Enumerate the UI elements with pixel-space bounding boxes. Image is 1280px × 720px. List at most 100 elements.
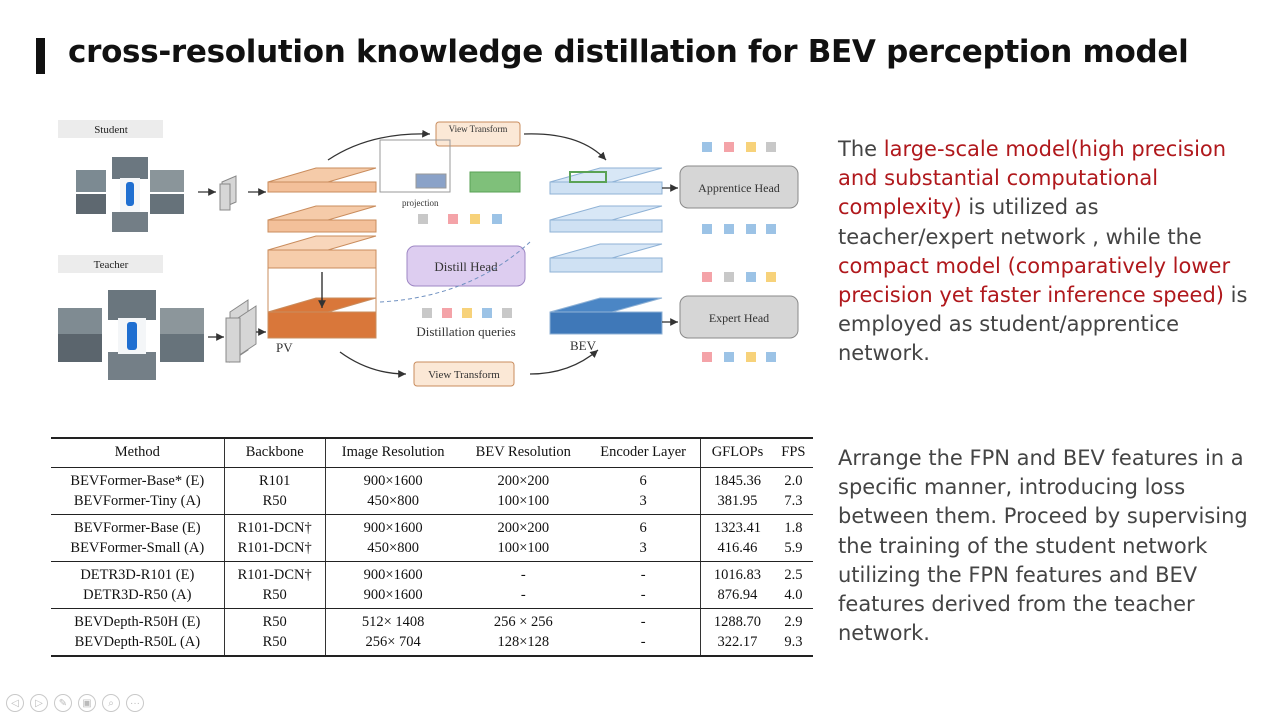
table-cell: - xyxy=(640,567,646,583)
table-cell: R50 xyxy=(223,608,326,632)
expert-head-label: Expert Head xyxy=(709,311,769,325)
pv-feature-stack xyxy=(267,167,377,339)
table-header: GFLOPs xyxy=(700,437,774,468)
projection-diagram xyxy=(379,139,521,193)
presentation-controls: ◁ ▷ ✎ ▣ ⌕ ··· xyxy=(6,694,144,712)
table-row: BEVDepth-R50L (A) R50 256× 704 128×128 -… xyxy=(51,632,813,657)
table-cell: BEVFormer-Small (A) xyxy=(51,538,225,562)
results-table: Method Backbone Image Resolution BEV Res… xyxy=(51,437,813,657)
apprentice-head-label: Apprentice Head xyxy=(698,181,780,195)
view-transform-top-box xyxy=(435,121,521,147)
bev-label: BEV xyxy=(570,338,597,353)
table-cell: 450×800 xyxy=(324,491,461,515)
table-cell: BEVFormer-Base* (E) xyxy=(70,473,205,489)
table-cell: 1323.41 xyxy=(700,514,774,538)
table-cell: R101-DCN† xyxy=(223,538,326,562)
table-cell: R101-DCN† xyxy=(223,561,326,585)
table-cell: R101 xyxy=(223,467,326,491)
table-cell: BEVDepth-R50L (A) xyxy=(51,632,225,657)
table-cell: R101-DCN† xyxy=(223,514,326,538)
paragraph1-highlight-2: compact model (comparatively lower preci… xyxy=(838,253,1231,308)
table-cell: 7.3 xyxy=(773,491,813,515)
apprentice-tokens xyxy=(702,142,776,234)
next-icon[interactable]: ▷ xyxy=(30,694,48,712)
table-cell: 256× 704 xyxy=(324,632,461,657)
table-cell: 6 xyxy=(639,520,647,536)
table-cell: 3 xyxy=(586,491,701,515)
distill-head-box xyxy=(406,245,526,287)
table-cell: 3 xyxy=(586,538,701,562)
table-cell: BEVDepth-R50H (E) xyxy=(74,614,201,630)
zoom-icon[interactable]: ⌕ xyxy=(102,694,120,712)
prev-icon[interactable]: ◁ xyxy=(6,694,24,712)
table-cell: DETR3D-R50 (A) xyxy=(51,585,225,609)
table-cell: BEVFormer-Tiny (A) xyxy=(51,491,225,515)
table-cell: 322.17 xyxy=(700,632,774,657)
more-icon[interactable]: ··· xyxy=(126,694,144,712)
teacher-label: Teacher xyxy=(94,259,129,271)
table-cell: - xyxy=(640,614,646,630)
student-backbone xyxy=(219,175,237,211)
student-camera-images xyxy=(76,157,184,232)
table-cell: 2.5 xyxy=(784,567,803,583)
table-cell: 256 × 256 xyxy=(493,614,553,630)
distill-head-label: Distill Head xyxy=(434,259,498,274)
table-cell: 381.95 xyxy=(700,491,774,515)
table-cell: - xyxy=(460,585,587,609)
paragraph1-text-2: is utilized as teacher/expert network , … xyxy=(838,195,1202,249)
table-row: DETR3D-R50 (A) R50 900×1600 - - 876.94 4… xyxy=(51,585,813,609)
table-cell: - xyxy=(586,585,701,609)
expert-head-box xyxy=(679,295,799,339)
table-cell: 1288.70 xyxy=(700,608,774,632)
description-paragraph-2: Arrange the FPN and BEV features in a sp… xyxy=(838,446,1248,646)
table-row: DETR3D-R101 (E) R101-DCN† 900×1600 - - 1… xyxy=(51,561,813,585)
table-cell: - xyxy=(520,567,526,583)
table-header: FPS xyxy=(773,437,813,468)
teacher-backbone xyxy=(225,299,257,363)
teacher-label-box xyxy=(58,255,163,273)
screen-icon[interactable]: ▣ xyxy=(78,694,96,712)
student-label-box xyxy=(58,120,163,138)
table-cell: BEVFormer-Base (E) xyxy=(74,520,201,536)
table-row: BEVDepth-R50H (E) R50 512× 1408 256 × 25… xyxy=(51,608,813,632)
table-cell: 876.94 xyxy=(700,585,774,609)
table-header: Method xyxy=(51,437,225,468)
table-cell: 100×100 xyxy=(460,491,587,515)
apprentice-head-box xyxy=(679,165,799,209)
paragraph1-highlight-1: large-scale model(high precision and sub… xyxy=(838,137,1227,220)
table-cell: R50 xyxy=(223,585,326,609)
table-cell: 4.0 xyxy=(773,585,813,609)
table-cell: 900×1600 xyxy=(324,585,461,609)
table-row: BEVFormer-Base* (E) R101 900×1600 200×20… xyxy=(51,467,813,491)
table-cell: 200×200 xyxy=(497,473,550,489)
table-cell: 1.8 xyxy=(784,520,803,536)
table-cell: 128×128 xyxy=(460,632,587,657)
table-cell: 900×1600 xyxy=(324,514,461,538)
table-cell: - xyxy=(586,632,701,657)
table-cell: 5.9 xyxy=(773,538,813,562)
table-cell: R50 xyxy=(223,491,326,515)
table-header: Image Resolution xyxy=(324,437,461,468)
table-row: BEVFormer-Small (A) R101-DCN† 450×800 10… xyxy=(51,538,813,562)
distill-query-tokens-top xyxy=(418,214,502,224)
teacher-camera-images xyxy=(58,290,204,380)
slide-title: cross-resolution knowledge distillation … xyxy=(68,34,1189,70)
paragraph1-text-3: is employed as student/apprentice networ… xyxy=(838,283,1248,366)
table-cell: 900×1600 xyxy=(324,561,461,585)
pv-label: PV xyxy=(276,340,293,355)
table-cell: 416.46 xyxy=(700,538,774,562)
student-label: Student xyxy=(94,124,128,136)
table-cell: 512× 1408 xyxy=(324,608,461,632)
table-cell: 9.3 xyxy=(773,632,813,657)
table-cell: 1016.83 xyxy=(700,561,774,585)
table-cell: R50 xyxy=(223,632,326,657)
table-row: BEVFormer-Base (E) R101-DCN† 900×1600 20… xyxy=(51,514,813,538)
table-cell: 100×100 xyxy=(460,538,587,562)
paragraph1-text-1: The xyxy=(838,137,884,161)
pen-icon[interactable]: ✎ xyxy=(54,694,72,712)
table-cell: 200×200 xyxy=(497,520,550,536)
title-accent-bar xyxy=(36,38,45,74)
view-transform-bottom-label: View Transform xyxy=(428,369,500,381)
table-cell: 2.9 xyxy=(784,614,803,630)
bev-feature-stack xyxy=(549,167,663,335)
